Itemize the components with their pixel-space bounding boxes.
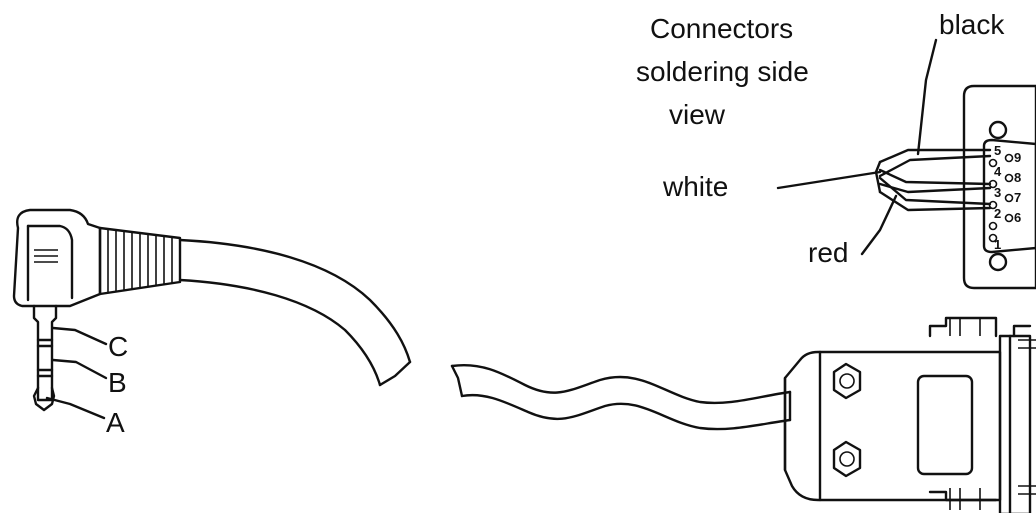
annotation-line-2: soldering side	[636, 56, 809, 87]
db9-connector-side-icon	[783, 316, 1036, 516]
leader-line-white	[776, 170, 882, 190]
plug-label-b: B	[108, 367, 127, 398]
audio-jack-plug-icon	[12, 208, 412, 412]
solder-wires	[874, 148, 992, 212]
pin-7-label: 7	[1014, 190, 1021, 205]
wire-label-black: black	[939, 9, 1005, 40]
wire-label-white: white	[662, 171, 728, 202]
pin-8-label: 8	[1014, 170, 1021, 185]
plug-label-c: C	[108, 331, 128, 362]
leader-line-black	[916, 38, 938, 156]
pin-4-label: 4	[994, 164, 1002, 179]
pin-3-label: 3	[994, 185, 1001, 200]
leader-line-b	[51, 358, 108, 380]
pin-2-label: 2	[994, 206, 1001, 221]
pin-1-label: 1	[994, 237, 1001, 252]
annotation-line-1: Connectors	[650, 13, 793, 44]
plug-label-a: A	[106, 407, 125, 438]
pin-9-label: 9	[1014, 150, 1021, 165]
pin-5-label: 5	[994, 143, 1001, 158]
pin-6-label: 6	[1014, 210, 1021, 225]
db9-connector-solder-view-icon: 5 4 3 2 1 9 8 7 6	[962, 84, 1036, 290]
leader-line-a	[45, 396, 106, 420]
annotation-line-3: view	[669, 99, 726, 130]
cable	[450, 363, 792, 431]
leader-line-c	[51, 326, 108, 346]
leader-line-red	[860, 194, 898, 256]
wire-label-red: red	[808, 237, 848, 268]
